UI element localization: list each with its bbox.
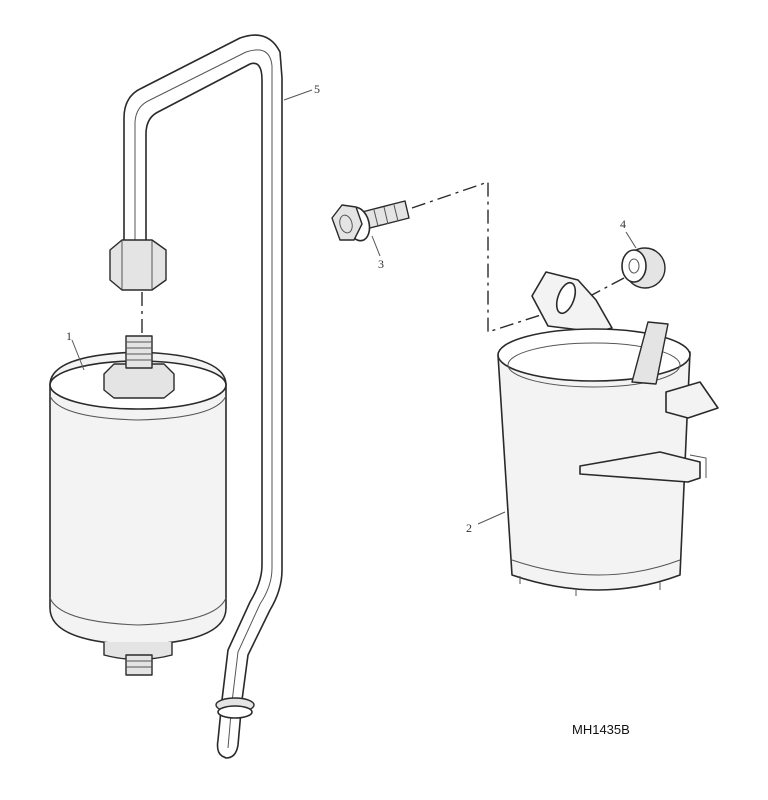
nut-icon bbox=[621, 247, 666, 289]
leader-line-5 bbox=[283, 89, 313, 101]
bolt-icon bbox=[331, 200, 410, 242]
part-number-3: 3 bbox=[378, 257, 384, 271]
fuel-filter-icon bbox=[49, 335, 227, 676]
leader-line-3 bbox=[371, 235, 381, 257]
figure-reference-code: MH1435B bbox=[572, 722, 630, 737]
leader-line-2 bbox=[477, 511, 506, 525]
leader-line-1 bbox=[71, 339, 85, 371]
part-number-2: 2 bbox=[466, 521, 472, 535]
bolt-to-bracket-leader bbox=[411, 181, 551, 333]
fuel-pipe-icon bbox=[109, 34, 283, 759]
filter-bracket-icon bbox=[497, 271, 719, 596]
leader-line-4 bbox=[625, 231, 637, 249]
part-number-4: 4 bbox=[620, 217, 626, 231]
part-number-1: 1 bbox=[66, 329, 72, 343]
part-number-5: 5 bbox=[314, 82, 320, 96]
nut-to-bracket-leader bbox=[589, 277, 625, 297]
